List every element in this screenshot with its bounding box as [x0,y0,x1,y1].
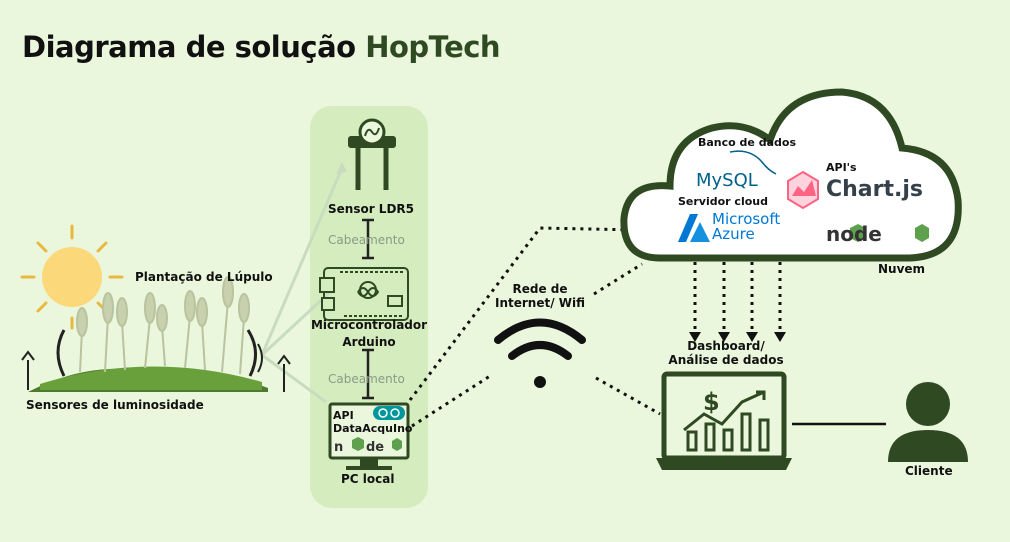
cabling-connector [362,218,374,400]
azure-logo-text: Microsoft Azure [712,212,780,242]
dashboard-label: Dashboard/ Análise de dados [664,339,788,367]
page-title: Diagrama de solução HopTech [22,30,501,64]
network-links [408,226,782,428]
cloud-icon [620,88,962,262]
microcontroller-label-line2: Arduino [342,335,396,349]
wifi-icon [494,318,586,388]
azure-logo-line1: Microsoft [712,210,781,228]
cloud-server-label: Servidor cloud [678,195,768,208]
api-label-line2: DataAcquIno [333,422,413,435]
cabling-label-2: Cabeamento [328,372,405,386]
arrow-head [336,162,347,174]
pc-local-label: PC local [341,472,395,486]
database-label: Banco de dados [698,136,796,149]
api-label: API DataAcquIno [333,409,412,435]
cabling-label-1: Cabeamento [328,233,405,247]
network-label-line2: Internet/ Wifi [494,296,586,310]
apis-label: API's [826,161,857,174]
network-label: Rede de Internet/ Wifi [488,282,592,310]
azure-logo-icon [678,214,710,242]
pc-local-icon: n de [328,402,410,470]
chartjs-logo-icon [787,170,819,210]
plantation-label: Plantação de Lúpulo [135,270,273,284]
svg-text:de: de [366,440,384,455]
light-sensors-label: Sensores de luminosidade [26,398,204,412]
arduino-logo-icon [373,406,405,420]
sun-icon [20,224,124,330]
field-arrows [260,167,344,404]
dashboard-label-line1: Dashboard/ [687,339,765,353]
dashboard-label-line2: Análise de dados [668,353,784,367]
microcontroller-label-line1: Microcontrolador [310,318,428,332]
svg-text:n: n [334,440,343,455]
ldr-sensor-icon [348,118,396,190]
client-user-icon [888,382,968,462]
title-accent: HopTech [365,30,501,64]
azure-logo-line2: Azure [712,225,755,243]
network-label-line1: Rede de [512,282,568,296]
hop-field-icon [28,276,268,392]
node-logo-icon [850,224,929,242]
dollar-icon: $ [703,388,720,416]
arduino-board-icon [319,267,409,321]
chartjs-logo-text: Chart.js [826,177,924,202]
cloud-label: Nuvem [878,262,926,276]
title-main: Diagrama de solução [22,30,356,64]
mysql-logo-text: MySQL [696,170,758,191]
mysql-logo-icon [729,150,777,175]
node-small-logo-icon: n de [334,437,402,455]
client-label: Cliente [905,464,953,478]
api-label-line1: API [333,409,354,422]
sensor-ldr-label: Sensor LDR5 [328,202,415,216]
dashboard-monitor-icon: $ [656,371,792,470]
microcontroller-label: Microcontrolador Arduino [310,318,428,349]
light-sensor-antenna-icon [21,350,291,392]
node-logo-text: node [826,222,882,246]
